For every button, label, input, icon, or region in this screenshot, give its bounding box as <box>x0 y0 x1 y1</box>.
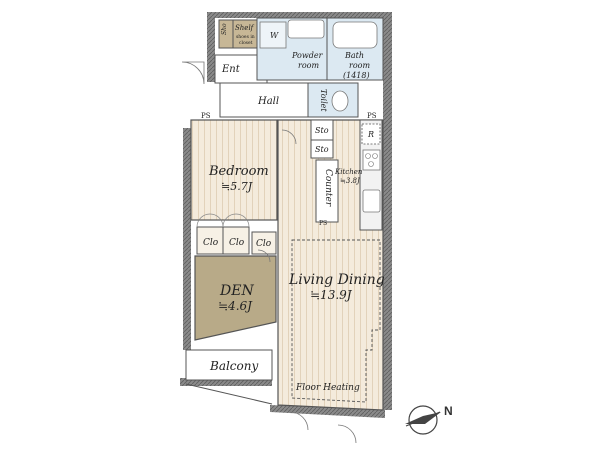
closet-label-3: Clo <box>256 239 272 249</box>
wall-balcony-top <box>180 378 272 386</box>
balcony-area <box>185 349 273 381</box>
toilet-label: Toilet <box>319 89 328 112</box>
counter-label: Counter <box>323 169 333 207</box>
toilet-bowl <box>331 90 349 112</box>
compass-north-label: N <box>444 404 453 418</box>
den-door-swing <box>257 249 271 263</box>
closet-label: closet <box>239 40 253 46</box>
wall-entry-left <box>207 12 215 82</box>
hall-label: Hall <box>257 96 279 107</box>
storage-2 <box>310 139 334 159</box>
entrance-door <box>181 61 205 85</box>
bedroom-area <box>190 119 278 221</box>
kitchen-label: Kitchen <box>334 168 363 176</box>
window-door-swing <box>337 424 357 444</box>
wall-top <box>207 12 389 18</box>
shoes-label: Sho <box>221 23 228 35</box>
wall-left <box>183 128 191 350</box>
balcony-door-swing <box>289 411 309 431</box>
burner-3 <box>368 161 374 167</box>
balcony-label: Balcony <box>209 359 258 373</box>
floor-heating-zone <box>291 239 381 403</box>
ps-label-left: PS <box>201 112 211 120</box>
shoes-in-label: shoes in <box>236 34 255 40</box>
bath-label-2: room <box>349 61 370 70</box>
powder-label-2: room <box>298 61 319 70</box>
structural-walls <box>180 12 392 418</box>
burner-1 <box>365 153 371 159</box>
closet-label-1: Clo <box>203 238 219 248</box>
living-label: Living Dining <box>288 272 385 288</box>
closet-den <box>251 231 277 255</box>
washbasin <box>287 19 325 39</box>
washer-space <box>259 21 287 49</box>
cooktop <box>362 149 381 171</box>
washer-label: W <box>270 31 279 40</box>
kitchen-counter <box>315 159 339 223</box>
hall-area <box>219 82 309 118</box>
ps-label-counter: PS <box>319 220 327 227</box>
balcony-rail <box>185 383 273 405</box>
closet-label-2: Clo <box>229 238 245 248</box>
kitchen-size: ≒3.8J <box>340 177 361 185</box>
bath-label: Bath <box>344 51 364 60</box>
powder-label: Powder <box>291 51 324 60</box>
den-size: ≒4.6J <box>218 299 253 313</box>
storage-label-1: Sto <box>315 126 329 135</box>
wall-bottom <box>270 405 385 418</box>
bath-size: (1418) <box>343 71 370 80</box>
bathtub <box>332 21 378 49</box>
floor-heating-label: Floor Heating <box>295 383 360 393</box>
bedroom-label: Bedroom <box>208 164 269 179</box>
kitchen-sink <box>362 189 381 213</box>
compass-axis <box>405 411 441 427</box>
living-dining-area <box>277 119 384 411</box>
compass-ring <box>408 405 438 435</box>
den-area <box>194 255 277 341</box>
shelf-label: Shelf <box>235 24 255 32</box>
closet-door-swings <box>196 213 250 228</box>
ps-label-right: PS <box>367 112 377 120</box>
wall-right <box>383 12 392 410</box>
den-label: DEN <box>219 283 254 299</box>
shelf <box>232 19 258 49</box>
entrance-label: Ent <box>221 64 241 75</box>
living-door-swing <box>281 129 297 145</box>
burner-2 <box>372 153 378 159</box>
compass: N <box>405 404 453 435</box>
bedroom-size: ≒5.7J <box>221 180 253 193</box>
refrigerator-space <box>361 123 381 145</box>
living-size: ≒13.9J <box>310 288 353 302</box>
refrigerator-label: R <box>367 130 374 139</box>
storage-label-2: Sto <box>315 145 329 154</box>
